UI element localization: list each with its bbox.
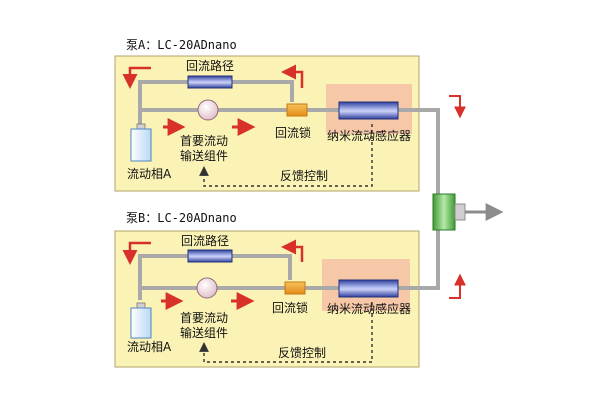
pump-a-return-path-label: 回流路径 xyxy=(186,58,234,73)
pump-b-outlet-tube xyxy=(398,228,440,290)
pump-a-nano-sensor-label: 纳米流动感应器 xyxy=(327,128,411,143)
bottle-icon xyxy=(130,128,152,162)
mixer-group xyxy=(432,95,504,299)
arrow-icon xyxy=(449,95,466,119)
valve-icon xyxy=(286,103,308,117)
pump-icon xyxy=(197,99,219,121)
arrow-icon xyxy=(281,239,304,262)
pump-b-feedback-line xyxy=(199,302,373,363)
pump-b-return-valve-label: 回流锁 xyxy=(272,300,308,315)
pump-b-assembly-line2: 输送组件 xyxy=(180,325,228,340)
pump-b-feedback-label: 反馈控制 xyxy=(278,346,326,360)
pump-b-title: 泵B：LC-20ADnano xyxy=(126,211,237,225)
pump-icon xyxy=(196,277,218,299)
column-icon xyxy=(187,249,233,263)
pump-b-assembly-line1: 首要流动 xyxy=(180,311,228,325)
pump-a-return-valve-label: 回流锁 xyxy=(275,125,311,140)
arrow-icon xyxy=(449,273,466,299)
pump-b-mobile-phase-label: 流动相A xyxy=(127,340,172,354)
arrow-icon xyxy=(122,66,151,89)
pump-a-group: 泵A：LC-20ADnano 回流路径 回流锁 纳米流动感应器 流动相A 首要流… xyxy=(114,38,440,196)
arrow-icon xyxy=(122,241,151,265)
pump-b-group: 泵B：LC-20ADnano 回流路径 回流锁 纳米流动感应器 流动相A 首要流… xyxy=(114,211,440,368)
mixer-outlet-fitting xyxy=(454,203,466,221)
pump-a-assembly-line1: 首要流动 xyxy=(180,134,228,148)
pump-a-return-tube xyxy=(138,80,294,130)
pump-a-mobile-phase-label: 流动相A xyxy=(127,167,172,181)
pump-b-return-path-label: 回流路径 xyxy=(181,233,229,248)
bottle-icon xyxy=(130,307,152,339)
pump-a-outlet-tube xyxy=(398,108,440,196)
arrow-icon xyxy=(281,64,304,88)
pump-b-nano-sensor-label: 纳米流动感应器 xyxy=(327,301,411,316)
pump-a-feedback-label: 反馈控制 xyxy=(280,169,328,183)
column-icon xyxy=(338,279,399,298)
valve-icon xyxy=(284,281,306,295)
bottle-cap xyxy=(136,302,146,309)
pump-a-title: 泵A：LC-20ADnano xyxy=(126,38,237,52)
pump-a-assembly-line2: 输送组件 xyxy=(180,148,228,163)
pump-b-return-tube xyxy=(138,254,292,300)
mixer-icon xyxy=(432,193,456,231)
column-icon xyxy=(187,75,233,89)
column-icon xyxy=(338,101,399,120)
pump-a-feedback-line xyxy=(199,124,373,187)
bottle-cap xyxy=(136,123,146,130)
